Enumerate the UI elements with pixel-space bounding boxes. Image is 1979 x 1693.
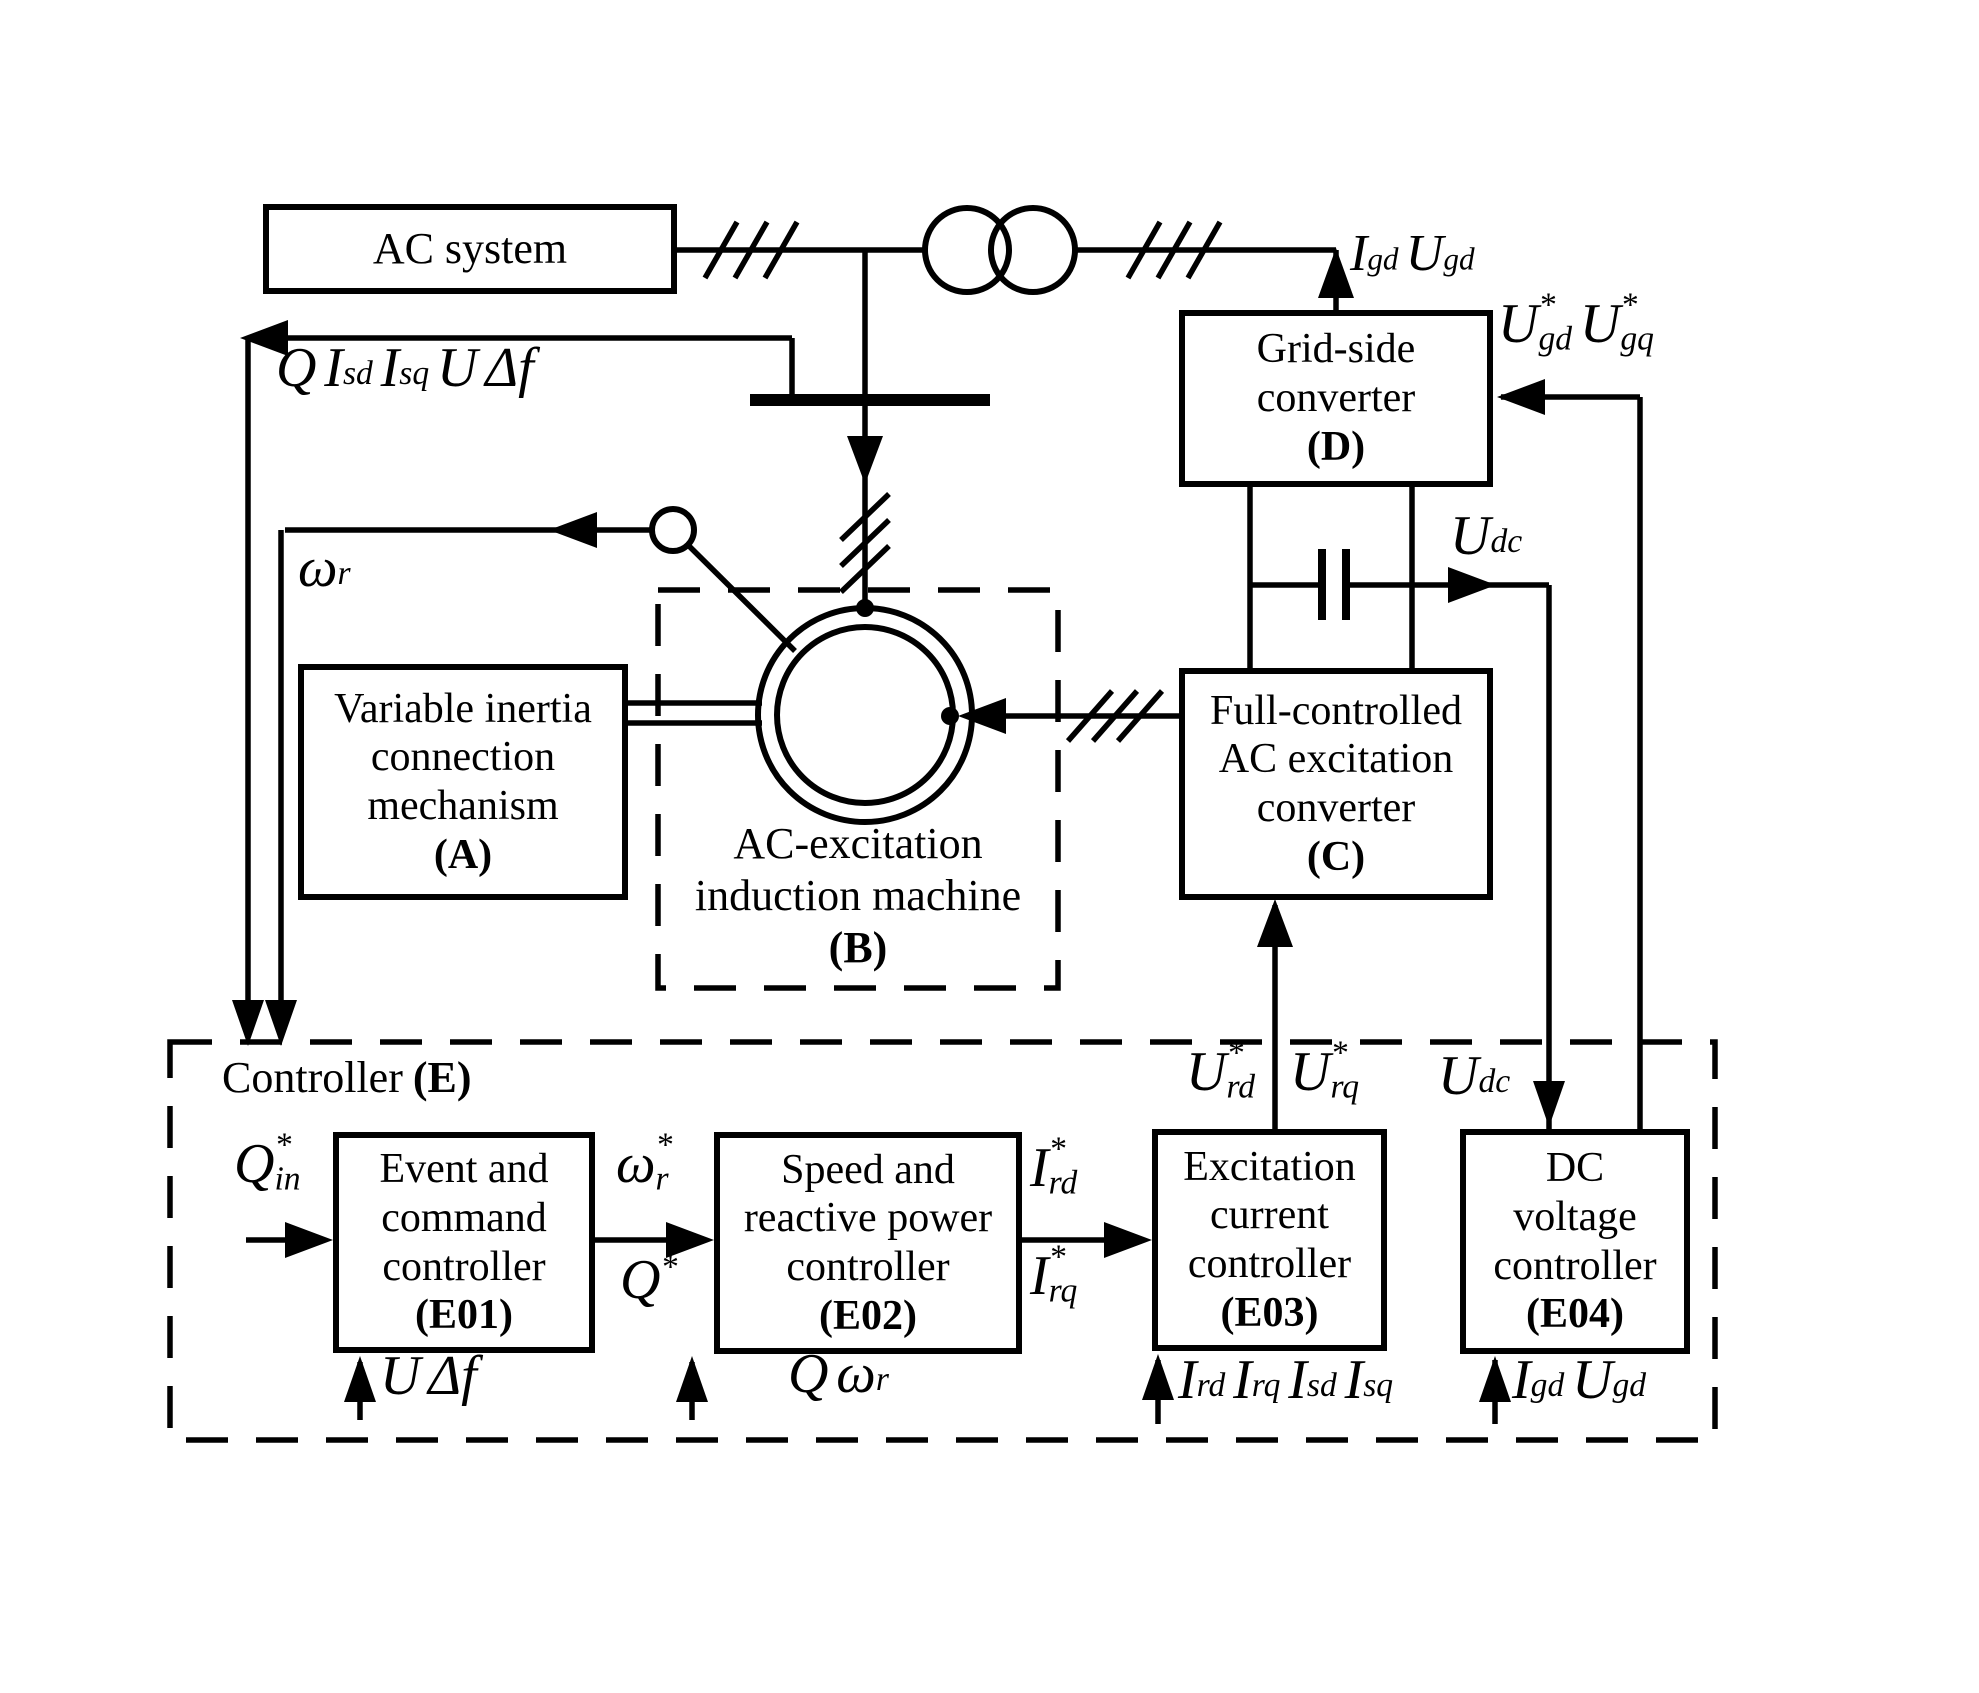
block-label: Excitation (1183, 1143, 1356, 1190)
block-label: Speed and (781, 1146, 955, 1193)
block-tag: (E01) (415, 1292, 513, 1339)
dc-link (1247, 487, 1565, 1129)
grid-line-left (677, 220, 925, 280)
bus-feedback-line (232, 320, 795, 1046)
arrow-into-e01 (285, 1222, 333, 1258)
machine-dashed-box (655, 587, 1061, 991)
block-label: controller (1493, 1242, 1657, 1289)
label-ird-ref: I*rd (1030, 1130, 1078, 1202)
arrow-e01-e02 (666, 1222, 714, 1258)
shaft (628, 700, 762, 726)
arrow-up-into-e03 (1142, 1354, 1174, 1400)
controller-dashed-box (167, 1039, 1718, 1443)
ur-ref-line (1257, 899, 1293, 1132)
block-label: controller (382, 1243, 546, 1290)
block-tag: (E04) (1526, 1291, 1624, 1338)
controller-title-tag: (E) (412, 1053, 472, 1102)
arrow-up-into-e01 (344, 1356, 376, 1402)
block-grid-side-converter: Grid-side converter (D) (1179, 310, 1493, 487)
arrow-e02-e03 (1104, 1222, 1152, 1258)
block-tag: (C) (1306, 833, 1366, 880)
block-label: Variable inertia (334, 685, 592, 732)
arrow-down-into-controller-2 (265, 1000, 297, 1046)
arrow-up-into-c (1257, 899, 1293, 947)
block-label: AC-excitation (733, 819, 983, 868)
block-dc-voltage-controller: DC voltage controller (E04) (1460, 1129, 1690, 1354)
block-tag: (E02) (819, 1292, 917, 1339)
block-label: Grid-side (1256, 326, 1416, 373)
arrow-left-feedback (240, 320, 288, 356)
machine-label: AC-excitation induction machine (B) (660, 818, 1056, 974)
controller-title: Controller(E) (222, 1052, 472, 1103)
speed-sensor-line (265, 506, 797, 1046)
block-label: AC system (372, 224, 568, 274)
block-label: command (381, 1194, 547, 1241)
block-tag: (A) (433, 831, 493, 878)
block-label: converter (1256, 785, 1416, 831)
block-ac-system: AC system (263, 204, 677, 294)
arrow-up-into-e04 (1479, 1356, 1511, 1402)
arrow-left-omega (549, 512, 597, 548)
block-label: voltage (1513, 1193, 1637, 1240)
transformer-icon (922, 205, 1078, 295)
ug-ref-line (1497, 379, 1643, 1129)
block-variable-inertia: Variable inertia connection mechanism (A… (298, 664, 628, 900)
arrow-left-into-d (1497, 379, 1545, 415)
speed-sensor-icon (649, 506, 697, 554)
block-label: current (1210, 1192, 1329, 1239)
block-event-controller: Event and command controller (E01) (333, 1132, 595, 1353)
arrow-up-into-grid (1318, 248, 1354, 298)
label-qin-ref: Q*in (234, 1126, 301, 1198)
arrow-up-into-e02 (676, 1356, 708, 1402)
arrow-down-into-controller-1 (232, 1000, 264, 1046)
capacitor-icon (1318, 549, 1350, 620)
block-label: induction machine (694, 870, 1022, 920)
block-label: converter (1256, 375, 1416, 422)
block-label: connection (370, 734, 556, 781)
label-irq-ref: I*rq (1030, 1238, 1078, 1310)
block-label: Full-controlled (1210, 687, 1462, 734)
grid-line-right (1075, 220, 1354, 310)
block-tag: (E03) (1220, 1289, 1319, 1336)
label-urd-ref: U*rd (1186, 1034, 1256, 1106)
machine-symbol (755, 599, 975, 825)
controller-internal-lines (246, 1222, 1511, 1424)
block-label: controller (1187, 1241, 1352, 1287)
block-tag: (D) (1306, 423, 1366, 470)
stator-feed-line (750, 250, 990, 608)
bus-bar (750, 394, 990, 406)
block-label: AC excitation (1218, 736, 1454, 783)
block-label: mechanism (367, 783, 559, 829)
label-omega-ref: ω*r (616, 1126, 673, 1198)
controller-title-text: Controller (222, 1053, 403, 1102)
block-label: Event and (379, 1146, 549, 1193)
rotor-feed-line (958, 689, 1179, 743)
label-q-ref: Q* (620, 1248, 678, 1311)
block-label: DC (1545, 1145, 1605, 1192)
block-excitation-controller: Excitation current controller (E03) (1152, 1129, 1387, 1351)
label-urq-ref: U*rq (1290, 1034, 1360, 1106)
arrow-right-udc (1448, 567, 1496, 603)
arrow-left-into-rotor (958, 698, 1006, 734)
arrow-down-into-e04 (1533, 1081, 1565, 1127)
block-label: controller (786, 1244, 950, 1290)
block-label: reactive power (743, 1195, 993, 1242)
arrow-down-to-machine (847, 436, 883, 484)
block-tag: (B) (828, 922, 888, 972)
block-ac-excitation-converter: Full-controlled AC excitation converter … (1179, 668, 1493, 900)
block-speed-controller: Speed and reactive power controller (E02… (714, 1132, 1022, 1354)
